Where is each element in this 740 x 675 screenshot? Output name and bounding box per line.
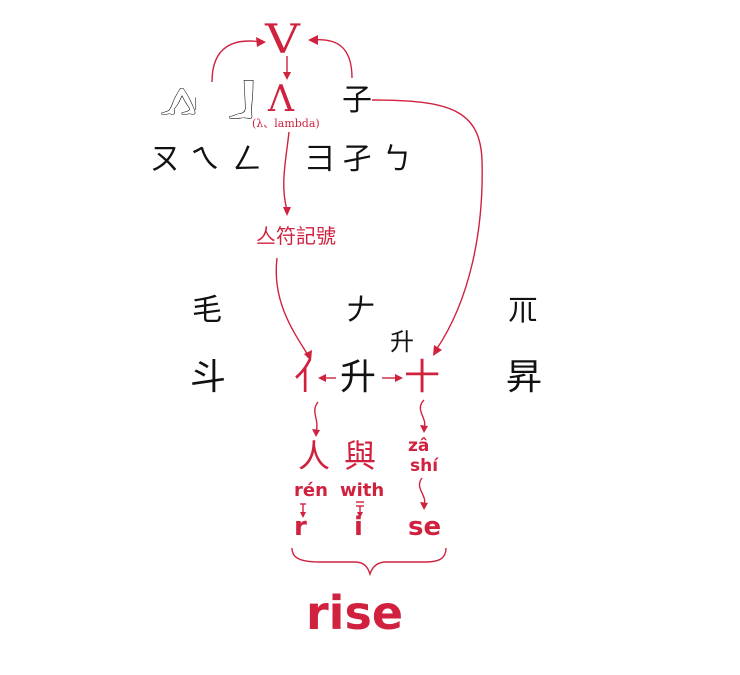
lambda-glyph: Λ (268, 79, 294, 120)
arrowhead (318, 374, 326, 382)
arrow-right-loop (311, 38, 353, 79)
ren-pinyin: rén (294, 480, 328, 501)
dou-ancient-glyph: 毛 (192, 293, 222, 328)
sheng-small-glyph: 升 (390, 328, 414, 356)
ancient-glyph-5: ㄟ (190, 142, 220, 177)
ancient-glyph-4: ㄡ (150, 142, 180, 177)
letter-r: r (294, 512, 307, 542)
arrow-left-loop (211, 40, 263, 83)
arrowhead (283, 207, 291, 216)
arrow-zi-shi (371, 99, 483, 351)
ancient-glyph-7: 彐 (305, 142, 335, 177)
arrow-zashi-down (418, 477, 426, 506)
bottom-brace (291, 547, 447, 577)
ancient-glyph-9: ㄅ (382, 142, 412, 177)
lambda-caption: (λ、lambda) (252, 117, 320, 130)
arrow-ren-down (314, 401, 319, 433)
yu-glyph: 與 (344, 437, 377, 475)
rise-word: rise (306, 586, 404, 640)
ancient-glyph-8: 孑 (342, 142, 372, 177)
ancient-glyph-1: 𓂻 (160, 83, 197, 118)
vee-glyph: V (265, 17, 300, 63)
arrowhead (420, 502, 428, 510)
ren-radical-glyph: 亻 (294, 357, 331, 398)
ren-glyph: 人 (298, 437, 331, 475)
sheng-ancient-glyph: 𠂇 (346, 293, 376, 328)
arrowhead (308, 35, 318, 45)
shi-pinyin: shí (410, 456, 439, 476)
letters-se: se (408, 512, 442, 542)
arrowhead (283, 72, 291, 80)
arrowhead (357, 512, 363, 518)
arrowhead (312, 429, 320, 437)
with-word: with (340, 480, 385, 501)
sheng2-glyph: 昇 (506, 357, 543, 398)
arrowhead (300, 512, 306, 518)
shi-glyph: 十 (404, 357, 441, 398)
za-pinyin: zâ (408, 436, 430, 456)
arrowhead (256, 37, 266, 47)
symbol-label: 亼符記號 (256, 224, 336, 248)
ancient-glyph-3: 𓃀 (228, 83, 255, 118)
arrowhead (433, 345, 442, 356)
sheng-glyph: 升 (340, 357, 377, 398)
arrow-lambda-symbol (283, 131, 290, 211)
arrow-shi-down (419, 399, 426, 429)
arrowhead (395, 374, 403, 382)
ancient-glyph-6: ㄥ (232, 142, 262, 177)
zi-glyph: 子 (342, 83, 372, 118)
arrowhead (304, 350, 312, 361)
ancient-glyph-2: 𓏺 (194, 83, 198, 118)
letter-i: i (354, 512, 363, 542)
arrow-symbol-ren (275, 257, 309, 356)
sheng2-ancient-glyph: 𥘅 (508, 293, 538, 328)
arrowhead (420, 425, 428, 433)
dou-glyph: 斗 (190, 357, 227, 398)
